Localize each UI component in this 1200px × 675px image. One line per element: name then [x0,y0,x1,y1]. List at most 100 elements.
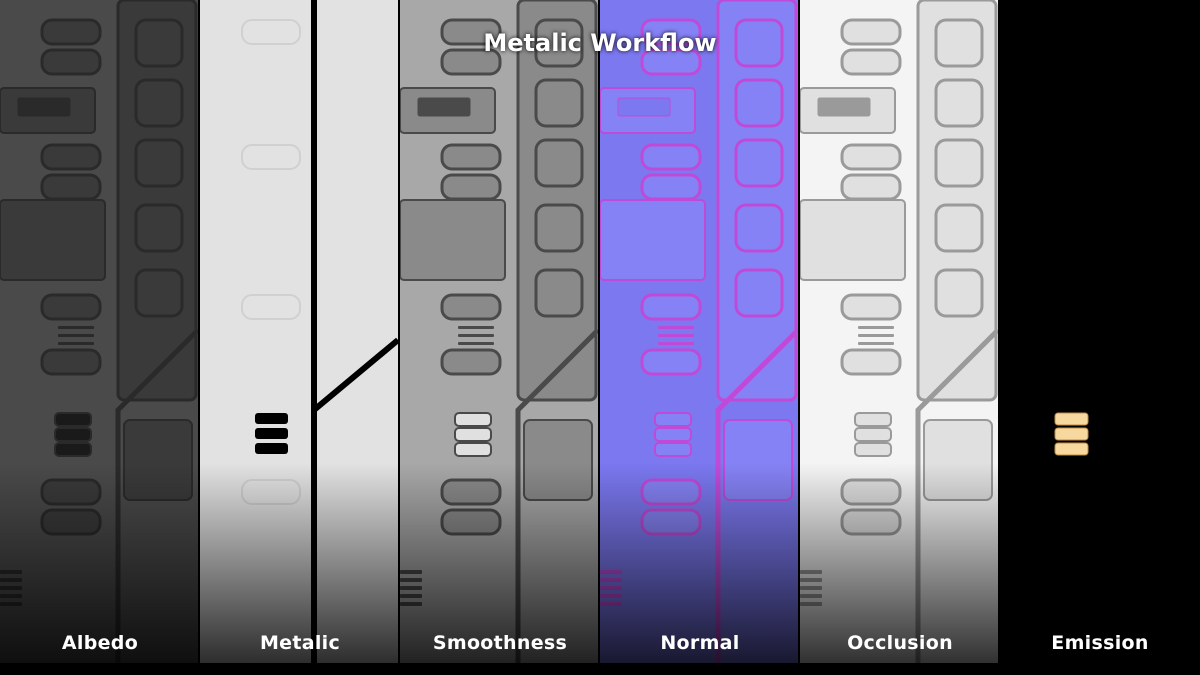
pill [640,18,702,46]
square-panel [934,18,984,68]
plate [123,419,193,501]
square-panel [134,78,184,128]
square-panel [134,18,184,68]
vent-line [458,326,494,329]
vent-line [58,334,94,337]
vent-line [858,326,894,329]
map-label-smoothness: Smoothness [432,632,568,654]
vent-line [0,602,22,606]
square-panel [734,268,784,318]
vent-line [800,578,822,582]
button-block [255,443,288,454]
pill [40,143,102,171]
button-block [54,412,92,427]
plate [523,419,593,501]
slot [17,97,71,117]
button-block [454,442,492,457]
square-panel [134,138,184,188]
pill [241,479,301,505]
square-panel [734,138,784,188]
vent-line [400,586,422,590]
button-block [454,427,492,442]
pill [840,478,902,506]
vent-line [400,570,422,574]
pill [840,348,902,376]
button-block [54,442,92,457]
pill [440,478,502,506]
button-block [654,427,692,442]
button-block [454,412,492,427]
vent-line [58,326,94,329]
vent-line [858,334,894,337]
large-panel [600,199,706,281]
pill [840,293,902,321]
pill [640,348,702,376]
map-label-albedo: Albedo [61,632,139,654]
vent-line [600,578,622,582]
pill [241,294,301,320]
button-block [54,427,92,442]
map-label-normal: Normal [660,632,740,654]
pill [40,478,102,506]
plate [723,419,793,501]
square-panel [734,78,784,128]
square-panel [534,78,584,128]
metal-seam [311,0,398,417]
button-block [854,412,892,427]
pill [640,48,702,76]
vent-line [800,602,822,606]
vent-line [400,602,422,606]
square-panel [534,203,584,253]
plate [923,419,993,501]
map-panel-occlusion [800,0,998,663]
panel-pattern [1054,412,1089,456]
panel-pattern [400,0,598,663]
square-panel [534,268,584,318]
pill [440,348,502,376]
vent-line [600,594,622,598]
pill [440,143,502,171]
vent-line [0,570,22,574]
panel-pattern [800,0,998,663]
vent-line [0,594,22,598]
map-panel-normal [600,0,798,663]
vent-line [600,586,622,590]
map-panel-smoothness [400,0,598,663]
square-panel [934,203,984,253]
pill [241,19,301,45]
vent-line [400,594,422,598]
vent-line [800,570,822,574]
map-panel-emission [1000,0,1198,663]
square-panel [734,18,784,68]
pill [640,173,702,201]
pill [840,18,902,46]
panel-pattern [0,0,198,663]
vent-line [800,594,822,598]
slot [417,97,471,117]
pill [840,143,902,171]
vent-line [458,334,494,337]
map-label-metalic: Metalic [259,632,341,654]
square-panel [734,203,784,253]
pill [440,173,502,201]
button-block [654,442,692,457]
map-label-emission: Emission [1051,632,1149,654]
pill [40,348,102,376]
square-panel [534,138,584,188]
pill [640,508,702,536]
pill [840,508,902,536]
map-panel-albedo [0,0,198,663]
square-panel [134,203,184,253]
square-panel [934,268,984,318]
panel-pattern [600,0,798,663]
vent-line [800,586,822,590]
pill [40,508,102,536]
button-block [255,428,288,439]
large-panel [400,199,506,281]
large-panel [800,199,906,281]
vent-line [458,342,494,345]
button-block [854,442,892,457]
pill [640,478,702,506]
vent-line [600,602,622,606]
vent-line [658,334,694,337]
